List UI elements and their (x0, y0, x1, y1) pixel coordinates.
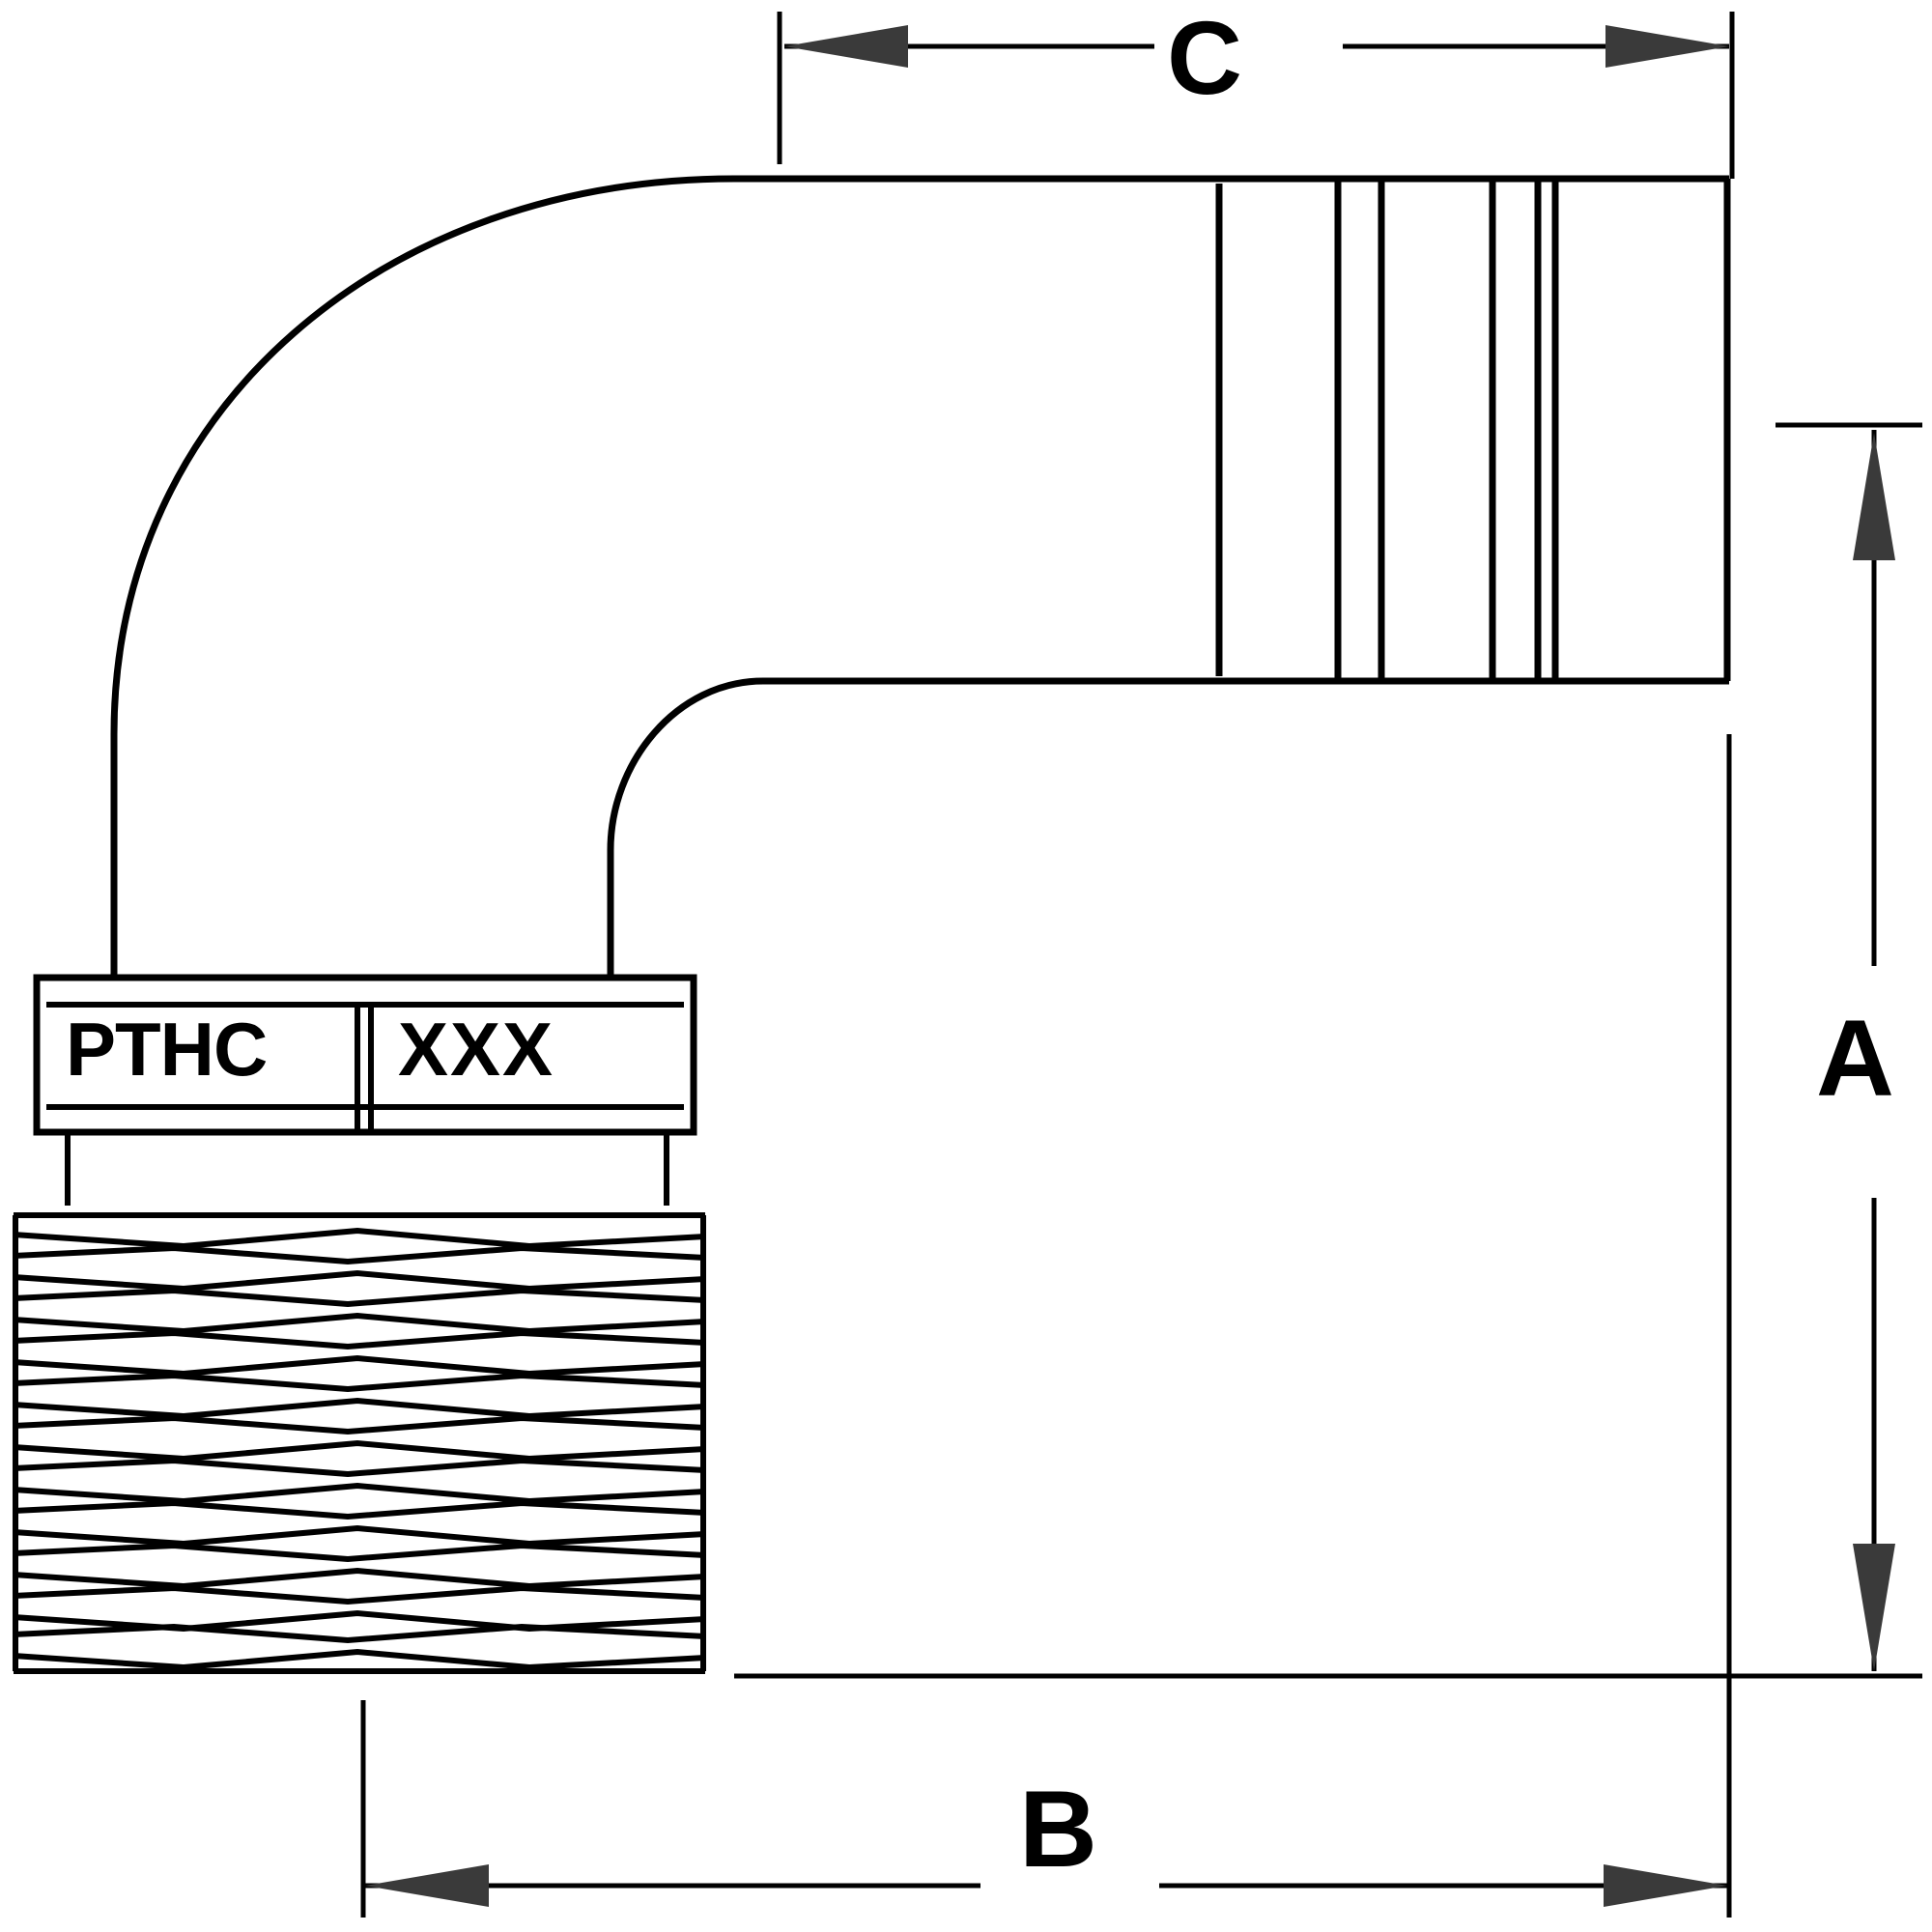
thread-root-8 (13, 1524, 706, 1548)
thread-root-9 (13, 1567, 706, 1590)
dim-c-arrow-right (1605, 25, 1729, 68)
thread-root-4 (13, 1354, 706, 1378)
thread-root-6 (13, 1439, 706, 1463)
dimension-label-c: C (1167, 0, 1242, 116)
dim-b-arrow-left (365, 1864, 489, 1907)
dimension-b-group (360, 1681, 1732, 1918)
thread-root-2 (13, 1269, 706, 1293)
thread-crest-6 (13, 1457, 706, 1478)
thread-crest-5 (13, 1414, 706, 1435)
elbow-inner-wall (607, 677, 1222, 985)
thread-crest-10 (13, 1623, 706, 1644)
dimension-label-a: A (1816, 998, 1894, 1119)
thread-crest-4 (13, 1372, 706, 1393)
thread-root-10 (13, 1609, 706, 1633)
dim-a-arrow-bottom (1853, 1544, 1895, 1671)
thread-root-1 (13, 1227, 706, 1250)
thread-root-3 (13, 1312, 706, 1335)
elbow-outer-wall (110, 175, 1222, 985)
thread-crest-9 (13, 1584, 706, 1605)
part-marking-xxx: XXX (398, 1007, 555, 1092)
part-marking-pthc: PTHC (66, 1007, 268, 1092)
dimension-a-group (734, 422, 1922, 1681)
thread-crest-2 (13, 1287, 706, 1308)
dim-b-arrow-right (1604, 1864, 1727, 1907)
hex-band-details (46, 1002, 684, 1206)
thread-root-7 (13, 1482, 706, 1505)
dimension-c-group (777, 12, 1735, 179)
thread-crest-3 (13, 1329, 706, 1350)
male-thread (13, 1212, 706, 1674)
dimension-label-b: B (1019, 1769, 1097, 1889)
thread-root-11 (13, 1648, 706, 1671)
thread-crest-7 (13, 1499, 706, 1520)
thread-crest-8 (13, 1542, 706, 1563)
fitting-body (110, 175, 1222, 985)
hose-barb (1212, 175, 1731, 685)
thread-crest-1 (13, 1244, 706, 1265)
thread-root-5 (13, 1397, 706, 1420)
dim-a-arrow-top (1853, 433, 1895, 560)
dim-c-arrow-left (784, 25, 908, 68)
